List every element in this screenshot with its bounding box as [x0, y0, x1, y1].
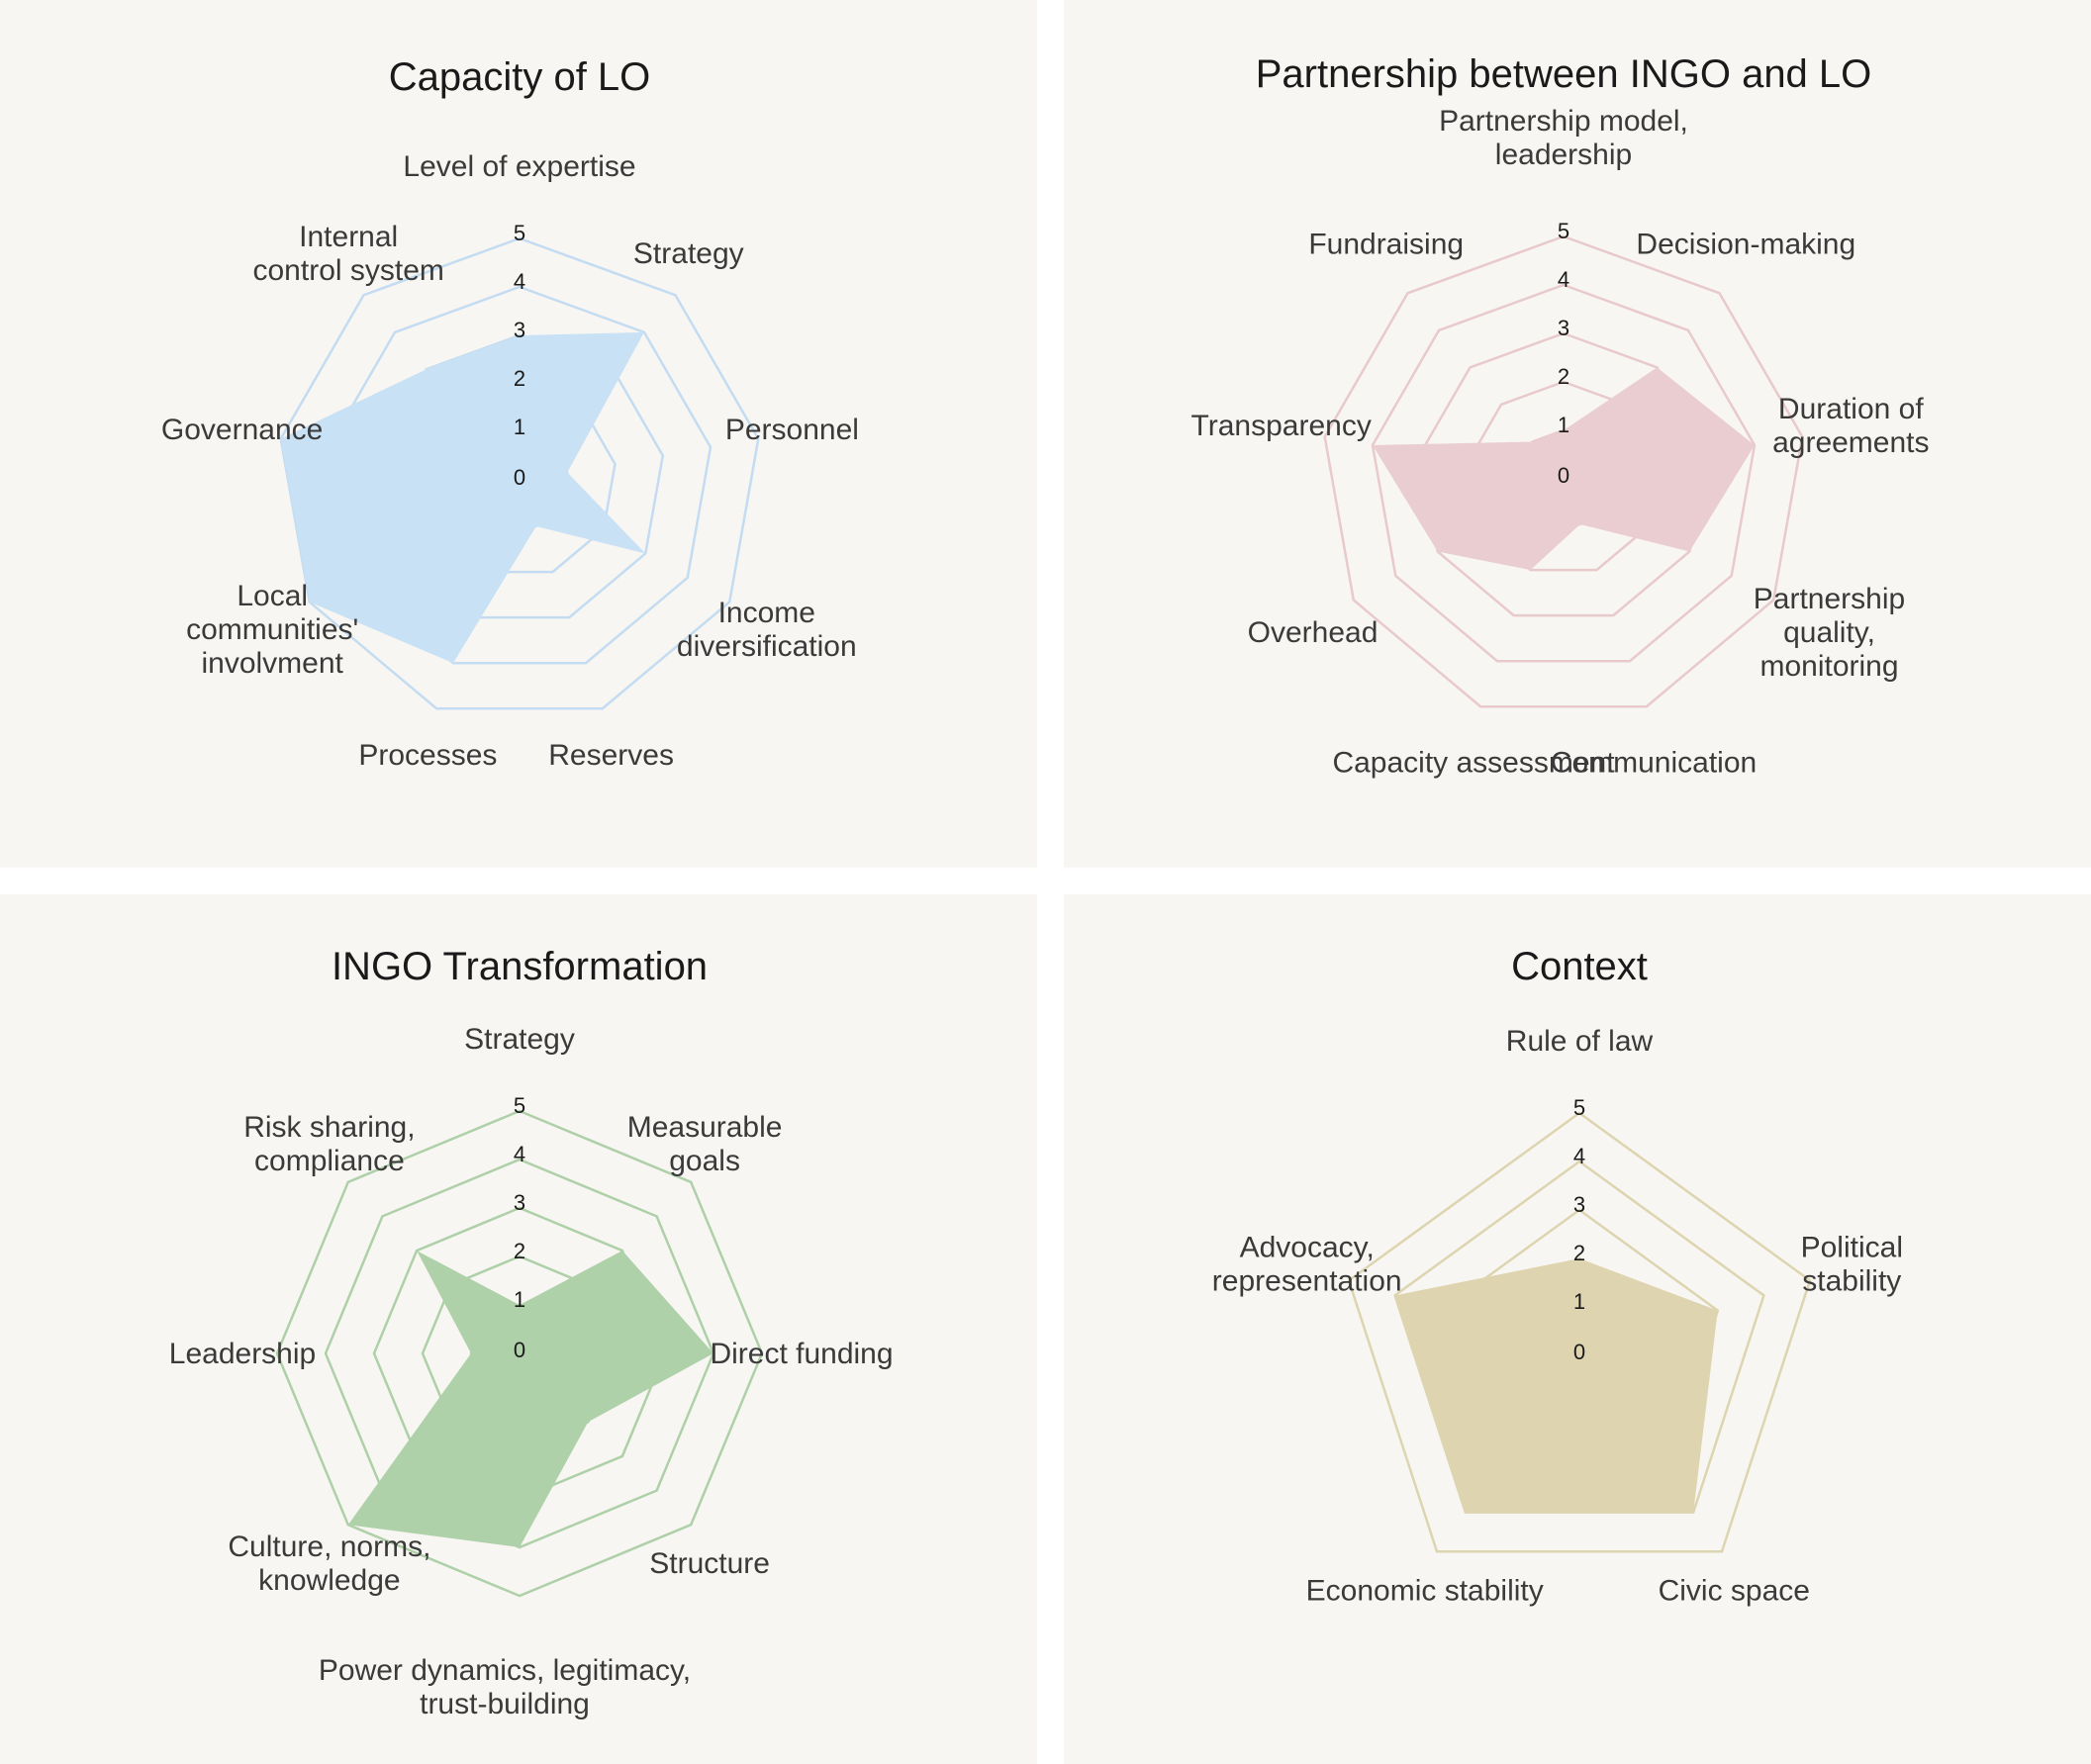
axis-label-communication: Communication: [1551, 746, 1757, 779]
tick-label-3: 3: [514, 318, 525, 342]
tick-label-2: 2: [1558, 364, 1569, 389]
grid-ring-5: [279, 236, 760, 710]
radar-chart-ingo-transformation: INGO Transformation 0 1 2 3 4 5 StrategyMeasura…: [169, 945, 894, 1720]
tick-label-2: 2: [514, 1239, 525, 1263]
grid-ring-5: [275, 1109, 764, 1598]
axis-label-governance: Governance: [161, 414, 323, 446]
data-polygon: [1394, 1258, 1718, 1513]
tick-label-1: 1: [514, 415, 525, 439]
axis-label-direct-funding: Direct funding: [710, 1338, 893, 1370]
tick-label-2: 2: [514, 366, 525, 391]
tick-label-4: 4: [1558, 267, 1569, 292]
axis-label-rule-of-law: Rule of law: [1506, 1025, 1654, 1058]
axis-label-capacity-assessment: Capacity assessment: [1332, 746, 1615, 779]
tick-label-5: 5: [514, 1093, 525, 1118]
axis-label-decision-making: Decision-making: [1636, 229, 1855, 261]
tick-label-4: 4: [514, 1142, 525, 1166]
axis-label-personnel: Personnel: [725, 414, 859, 446]
chart-title: Context: [1511, 945, 1648, 988]
tick-label-4: 4: [514, 269, 525, 294]
tick-label-0: 0: [1558, 463, 1569, 488]
data-polygon: [1373, 367, 1755, 571]
chart-title: Capacity of LO: [389, 55, 651, 99]
grid-ring-5: [1323, 234, 1804, 708]
axis-label-processes: Processes: [358, 739, 497, 772]
tick-label-2: 2: [1573, 1241, 1585, 1265]
grid-ring-4: [1371, 283, 1757, 663]
axis-label-overhead: Overhead: [1248, 616, 1378, 649]
grid-ring-4: [327, 285, 713, 665]
axis-label-leadership: Leadership: [169, 1338, 316, 1370]
tick-label-0: 0: [514, 1338, 525, 1362]
tick-label-1: 1: [514, 1287, 525, 1312]
tick-label-3: 3: [1573, 1192, 1585, 1217]
tick-label-0: 0: [1573, 1340, 1585, 1364]
tick-label-5: 5: [514, 221, 525, 245]
axis-label-culture-norms-knowledge: Culture, norms,knowledge: [228, 1531, 430, 1597]
axis-label-civic-space: Civic space: [1659, 1575, 1810, 1608]
axis-label-level-of-expertise: Level of expertise: [403, 150, 635, 183]
axis-label-economic-stability: Economic stability: [1306, 1575, 1544, 1608]
tick-label-1: 1: [1558, 413, 1569, 437]
chart-title: Partnership between INGO and LO: [1256, 52, 1872, 96]
radar-chart-partnership: Partnership between INGO and LO012345Par…: [1191, 52, 1930, 779]
axis-label-partnership-model-leadership: Partnership model,leadership: [1439, 105, 1688, 171]
tick-label-0: 0: [514, 465, 525, 490]
axis-label-fundraising: Fundraising: [1308, 229, 1464, 261]
axis-label-advocacy-representation: Advocacy,representation: [1212, 1231, 1402, 1297]
tick-label-1: 1: [1573, 1289, 1585, 1314]
tick-label-3: 3: [514, 1190, 525, 1215]
axis-label-strategy: Strategy: [633, 237, 744, 270]
data-polygon: [280, 331, 646, 664]
tick-label-5: 5: [1558, 219, 1569, 243]
axis-label-reserves: Reserves: [548, 739, 674, 772]
chart-title: INGO Transformation: [332, 945, 708, 988]
axis-label-risk-sharing-compliance: Risk sharing,compliance: [243, 1111, 415, 1177]
axis-label-transparency: Transparency: [1191, 410, 1372, 442]
grid-ring-5: [1347, 1111, 1812, 1553]
axis-label-strategy: Strategy: [464, 1023, 575, 1056]
axis-label-power-dynamics-legitimacy-trust-building: Power dynamics, legitimacy,trust-buildin…: [319, 1654, 691, 1720]
data-polygon: [347, 1251, 713, 1547]
tick-label-3: 3: [1558, 316, 1569, 340]
tick-label-4: 4: [1573, 1144, 1585, 1168]
tick-label-5: 5: [1573, 1095, 1585, 1120]
axis-label-structure: Structure: [649, 1547, 770, 1580]
radar-chart-capacity-of-lo: Capacity of LO 0 1 2 3 4 5 Level of expertiseSt…: [161, 55, 859, 772]
